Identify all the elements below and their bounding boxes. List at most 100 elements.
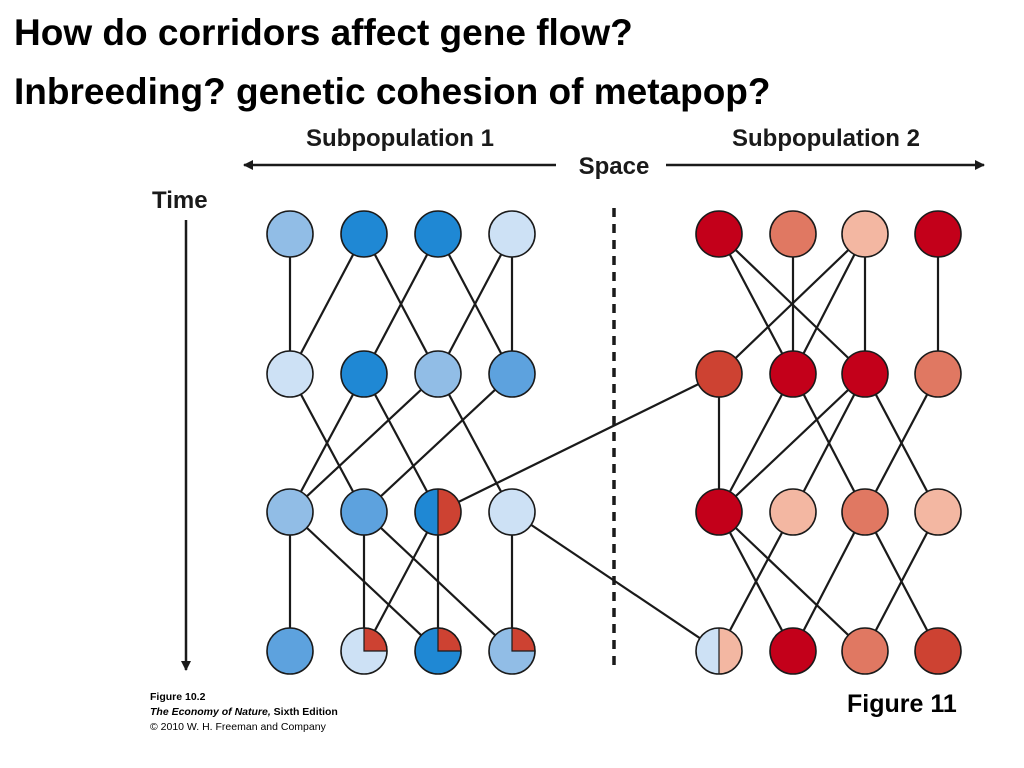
- node-c1-outline: [266, 488, 314, 536]
- link-a4-b3: [437, 233, 513, 375]
- node-d2-outline: [340, 627, 388, 675]
- node-a2: [340, 210, 388, 258]
- node-a8-fill: [915, 211, 961, 257]
- link-c3-d2: [363, 511, 439, 652]
- node-a1-outline: [266, 210, 314, 258]
- link-a2-b1: [289, 233, 365, 375]
- node-c2-outline: [340, 488, 388, 536]
- node-b6: [769, 350, 817, 398]
- node-c4: [488, 488, 536, 536]
- node-a1-fill: [267, 211, 313, 257]
- node-c3: [414, 488, 462, 536]
- node-b5: [695, 350, 743, 398]
- link-c6-d5: [718, 511, 794, 652]
- individual-nodes: [266, 210, 962, 675]
- node-b1-fill: [267, 351, 313, 397]
- node-c7: [841, 488, 889, 536]
- link-c5-d7: [718, 511, 866, 652]
- lineage-links: [288, 233, 940, 652]
- node-c7-fill: [842, 489, 888, 535]
- node-d5-half: [719, 628, 742, 674]
- link-b3-c1: [289, 373, 439, 513]
- link-a7-b6: [792, 233, 866, 375]
- subpopulation-1-label: Subpopulation 1: [306, 125, 494, 152]
- node-a6-fill: [770, 211, 816, 257]
- link-a5-b6: [718, 233, 794, 375]
- node-c5: [695, 488, 743, 536]
- link-c7-d6: [792, 511, 866, 652]
- node-a4-outline: [488, 210, 536, 258]
- node-d1: [266, 627, 314, 675]
- node-b1: [266, 350, 314, 398]
- node-d7-fill: [842, 628, 888, 674]
- node-a8: [914, 210, 962, 258]
- node-b8-outline: [914, 350, 962, 398]
- node-c4-fill: [489, 489, 535, 535]
- node-c3-outline: [414, 488, 462, 536]
- node-b7-outline: [841, 350, 889, 398]
- node-b2-outline: [340, 350, 388, 398]
- node-b8-fill: [915, 351, 961, 397]
- node-c5-fill: [696, 489, 742, 535]
- node-a4-fill: [489, 211, 535, 257]
- slide-title-line-2: Inbreeding? genetic cohesion of metapop?: [14, 71, 771, 112]
- node-d6-fill: [770, 628, 816, 674]
- node-b2: [340, 350, 388, 398]
- link-a3-b2: [363, 233, 439, 375]
- node-d4-outline: [488, 627, 536, 675]
- link-b4-c2: [363, 373, 513, 513]
- node-b4-fill: [489, 351, 535, 397]
- node-b8: [914, 350, 962, 398]
- node-a3-outline: [414, 210, 462, 258]
- node-a8-outline: [914, 210, 962, 258]
- node-a6: [769, 210, 817, 258]
- node-b3: [414, 350, 462, 398]
- node-c1-fill: [267, 489, 313, 535]
- link-b2-c1: [289, 373, 365, 513]
- node-d5-outline: [695, 627, 743, 675]
- node-d6-outline: [769, 627, 817, 675]
- node-d6: [769, 627, 817, 675]
- node-a3-fill: [415, 211, 461, 257]
- node-c6-outline: [769, 488, 817, 536]
- node-a5-fill: [696, 211, 742, 257]
- figure-label: Figure 11: [847, 690, 957, 718]
- node-a7: [841, 210, 889, 258]
- node-d3-outline: [414, 627, 462, 675]
- node-d1-outline: [266, 627, 314, 675]
- node-b5-fill: [696, 351, 742, 397]
- node-c2-fill: [341, 489, 387, 535]
- node-d3: [414, 627, 462, 675]
- link-c4-d5: [511, 511, 720, 652]
- node-a2-outline: [340, 210, 388, 258]
- node-c8-fill: [915, 489, 961, 535]
- node-c8: [914, 488, 962, 536]
- node-d2: [340, 627, 388, 675]
- node-b3-outline: [414, 350, 462, 398]
- node-b3-fill: [415, 351, 461, 397]
- figure-credit-copyright: © 2010 W. H. Freeman and Company: [150, 721, 326, 733]
- link-b3-c4: [437, 373, 513, 513]
- node-d5: [695, 627, 743, 675]
- node-d7: [841, 627, 889, 675]
- node-c3-half: [438, 489, 461, 535]
- node-b7: [841, 350, 889, 398]
- node-a5-outline: [695, 210, 743, 258]
- node-a1: [266, 210, 314, 258]
- figure-credit-source: The Economy of Nature, Sixth Edition: [150, 707, 338, 718]
- node-b2-fill: [341, 351, 387, 397]
- node-c7-outline: [841, 488, 889, 536]
- node-b4-outline: [488, 350, 536, 398]
- node-a4: [488, 210, 536, 258]
- node-a2-fill: [341, 211, 387, 257]
- node-d8: [914, 627, 962, 675]
- node-d8-outline: [914, 627, 962, 675]
- link-c8-d7: [864, 511, 939, 652]
- node-d8-fill: [915, 628, 961, 674]
- space-axis-label: Space: [579, 153, 650, 180]
- node-b5-outline: [695, 350, 743, 398]
- time-axis-label: Time: [152, 187, 208, 214]
- link-b7-c5: [718, 373, 866, 513]
- node-d7-outline: [841, 627, 889, 675]
- node-b6-outline: [769, 350, 817, 398]
